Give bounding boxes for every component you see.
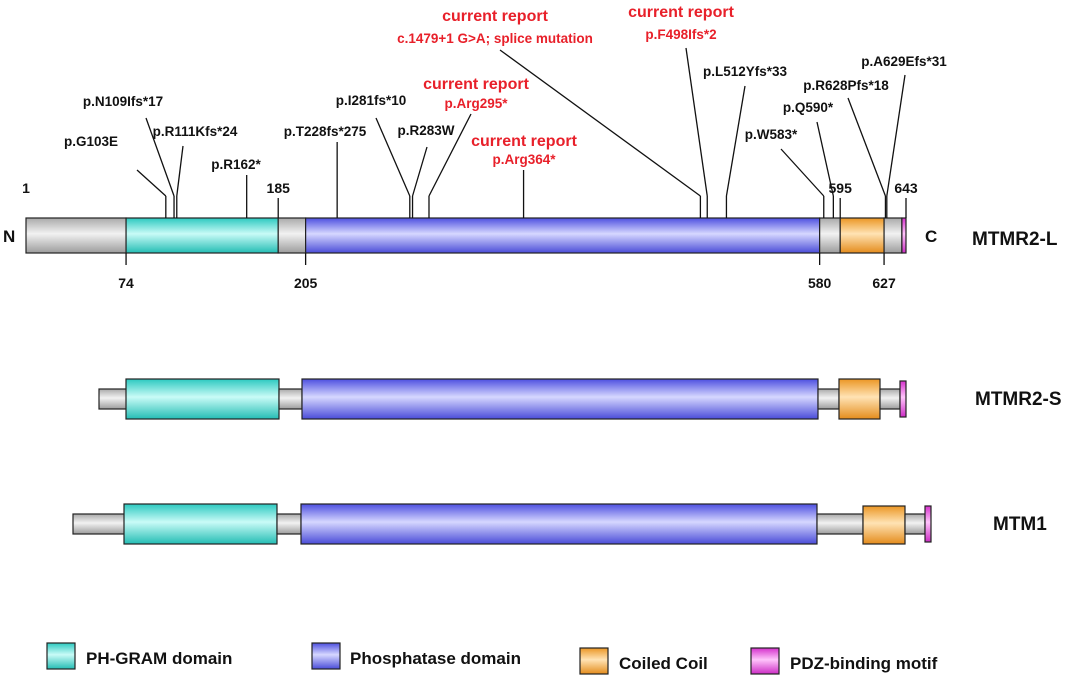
- mutation-label: p.N109Ifs*17: [83, 94, 163, 109]
- mutation-connector-line: [499, 49, 701, 197]
- protein-name-mtmr2-s: MTMR2-S: [975, 389, 1062, 410]
- mutation-label: p.I281fs*10: [336, 93, 407, 108]
- mtmr2-s-ph-gram-domain: [125, 378, 280, 420]
- mutation-label: p.F498Ifs*2: [645, 27, 716, 42]
- mutation-label: p.R283W: [397, 123, 454, 138]
- mtmr2-s-pdz-motif: [899, 380, 907, 418]
- position-label-bottom: 205: [294, 275, 318, 291]
- position-label-bottom: 580: [808, 275, 832, 291]
- mtmr2-l-linker-1: [277, 217, 307, 254]
- mtmr2-s-linker-1: [278, 388, 303, 410]
- c-terminus-label: C: [925, 227, 937, 246]
- mtmr2-l-ph-gram-domain: [125, 217, 279, 254]
- legend-item-ph-gram: PH-GRAM domain: [46, 642, 232, 670]
- mtm1-linker-1: [276, 513, 302, 535]
- mutation-label: p.T228fs*275: [284, 124, 367, 139]
- n-terminus-label: N: [3, 227, 15, 246]
- legend-swatch-ph-gram: [46, 642, 76, 670]
- mtm1-linker-n: [72, 513, 126, 535]
- mtm1-coiled-coil: [862, 505, 906, 545]
- current-report-heading: current report: [423, 76, 529, 93]
- protein-name-mtm1: MTM1: [993, 514, 1047, 535]
- position-label-bottom: 74: [118, 275, 134, 291]
- legend-label-pdz: PDZ-binding motif: [790, 654, 938, 673]
- mtm1-pdz-motif: [924, 505, 932, 543]
- mutation-label: p.R111Kfs*24: [153, 124, 238, 139]
- mtmr2-l-linker-0: [25, 217, 127, 254]
- mtm1-linker-2: [816, 513, 864, 535]
- mtm1-phosphatase-domain: [300, 503, 818, 545]
- mtmr2-s-phosphatase-domain: [301, 378, 819, 420]
- current-report-heading: current report: [471, 133, 577, 150]
- position-label-top: 595: [829, 180, 853, 196]
- mutation-connector-line: [411, 146, 428, 197]
- mutation-connector-line: [725, 85, 746, 197]
- position-label-top: 185: [267, 180, 291, 196]
- mtmr2-l-phosphatase-domain: [305, 217, 821, 254]
- mtmr2-l-mutation-lines: [136, 47, 906, 218]
- mutation-label: p.L512Yfs*33: [703, 64, 788, 79]
- legend-item-pdz: PDZ-binding motif: [750, 647, 938, 675]
- mutation-label: p.A629Efs*31: [861, 54, 947, 69]
- legend-item-coiled-coil: Coiled Coil: [579, 647, 708, 675]
- mutation-connector-line: [428, 113, 472, 197]
- legend-item-phosphatase: Phosphatase domain: [311, 642, 521, 670]
- legend-swatch-coiled-coil: [579, 647, 609, 675]
- mtmr2-l-linker-3: [883, 217, 903, 254]
- mutation-label: p.W583*: [745, 127, 798, 142]
- protein-name-mtmr2-l: MTMR2-L: [972, 229, 1058, 250]
- protein-mtmr2-s: MTMR2-S: [98, 378, 1062, 420]
- protein-mtm1: MTM1: [72, 503, 1047, 545]
- mtmr2-l-linker-2: [819, 217, 841, 254]
- mtm1-linker-c: [904, 513, 926, 535]
- current-report-heading: current report: [628, 4, 734, 21]
- mutation-connector-line: [847, 97, 887, 197]
- mutation-label: p.G103E: [64, 134, 118, 149]
- mtmr2-s-linker-c: [879, 388, 901, 410]
- mutation-connector-line: [375, 117, 411, 197]
- mtmr2-l-coiled-coil-domain: [839, 217, 885, 254]
- legend-label-ph-gram: PH-GRAM domain: [86, 649, 232, 668]
- position-label-top: 643: [894, 180, 918, 196]
- mutation-connector-line: [685, 47, 708, 197]
- mutation-connector-line: [145, 117, 175, 197]
- current-report-heading: current report: [442, 8, 548, 25]
- mutation-connector-line: [816, 121, 834, 197]
- mtmr2-s-coiled-coil: [838, 378, 881, 420]
- mtmr2-l-domain-bars: [25, 217, 907, 254]
- mutation-connector-line: [780, 148, 825, 197]
- position-label-bottom: 627: [872, 275, 896, 291]
- mutation-label: c.1479+1 G>A; splice mutation: [397, 31, 593, 46]
- position-label-top: 1: [22, 180, 30, 196]
- legend: PH-GRAM domain Phosphatase domain Coiled…: [46, 642, 938, 675]
- mutation-connector-line: [886, 74, 906, 197]
- mutation-label: p.Q590*: [783, 100, 834, 115]
- legend-swatch-phosphatase: [311, 642, 341, 670]
- legend-swatch-pdz: [750, 647, 780, 675]
- mutation-label: p.Arg295*: [444, 96, 508, 111]
- mutation-connector-line: [136, 169, 167, 197]
- mtmr2-s-linker-2: [817, 388, 840, 410]
- mutation-connector-line: [176, 145, 184, 197]
- mutation-label: p.Arg364*: [492, 152, 556, 167]
- mutation-label: p.R162*: [211, 157, 261, 172]
- mtmr2-l-pdz-domain: [901, 217, 907, 254]
- mtm1-ph-gram-domain: [123, 503, 278, 545]
- mtmr2-l-position-labels: 1 185 595 643 74 205 580 627: [22, 180, 918, 291]
- legend-label-coiled-coil: Coiled Coil: [619, 654, 708, 673]
- mutation-label: p.R628Pfs*18: [803, 78, 889, 93]
- legend-label-phosphatase: Phosphatase domain: [350, 649, 521, 668]
- mtmr2-s-linker-n: [98, 388, 128, 410]
- protein-mtmr2-l: p.G103E p.N109Ifs*17 p.R111Kfs*24 p.R162* p.…: [3, 4, 1058, 291]
- mtmr2-l-mutation-labels: p.G103E p.N109Ifs*17 p.R111Kfs*24 p.R162* p.…: [64, 4, 947, 172]
